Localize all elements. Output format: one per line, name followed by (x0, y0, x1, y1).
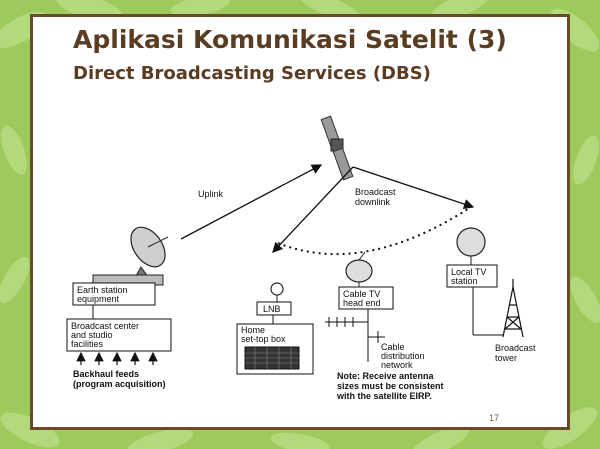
cable-network-line2: distribution (381, 351, 425, 361)
slide: Aplikasi Komunikasi Satelit (3) Direct B… (30, 14, 570, 430)
downlink-beam (272, 166, 475, 256)
downlink-label-line2: downlink (355, 197, 391, 207)
backhaul-line2: (program acquisition) (73, 379, 166, 389)
downlink-label-line1: Broadcast (355, 187, 396, 197)
lnb-box (256, 301, 292, 316)
broadcast-center-line3: facilities (71, 339, 104, 349)
slide-title: Aplikasi Komunikasi Satelit (3) (73, 25, 507, 54)
cable-tv-line2: head end (343, 298, 381, 308)
cable-tv-dish-icon (345, 251, 373, 288)
note-line1: Note: Receive antenna (337, 371, 435, 381)
uplink-label: Uplink (198, 189, 224, 199)
broadcast-tower-line1: Broadcast (495, 343, 536, 353)
note-line2: sizes must be consistent (337, 381, 444, 391)
earth-station-box (72, 282, 156, 306)
lnb-label: LNB (263, 304, 281, 314)
backhaul-line1: Backhaul feeds (73, 369, 139, 379)
local-tv-box (446, 264, 498, 288)
dbs-diagram: Uplink Broadcast downlink Earth station … (66, 115, 536, 401)
slide-subtitle: Direct Broadcasting Services (DBS) (73, 63, 431, 84)
cable-network-line3: network (381, 360, 413, 370)
broadcast-center-line2: and studio (71, 330, 113, 340)
earth-station-line1: Earth station (77, 285, 128, 295)
note-line3: with the satellite EIRP. (336, 391, 432, 401)
cable-tv-line1: Cable TV (343, 289, 380, 299)
home-box-line2: set-top box (241, 334, 286, 344)
home-dish-icon (270, 282, 284, 302)
earth-station-line2: equipment (77, 294, 120, 304)
local-tv-line1: Local TV (451, 267, 486, 277)
broadcast-center-line1: Broadcast center (71, 321, 139, 331)
uplink-arrow (180, 164, 323, 240)
satellite-icon (320, 115, 354, 181)
earth-station-dish-icon (92, 226, 169, 286)
local-tv-line2: station (451, 276, 478, 286)
cable-tv-box (338, 286, 394, 310)
local-tv-dish-icon (456, 227, 486, 265)
cable-network-line1: Cable (381, 342, 405, 352)
broadcast-center-box (66, 318, 172, 352)
broadcast-tower-icon (502, 279, 524, 338)
backhaul-arrows (76, 351, 158, 365)
broadcast-tower-line2: tower (495, 353, 517, 363)
page-number: 17 (488, 413, 499, 423)
home-box-line1: Home (241, 325, 265, 335)
cable-distribution-lines (325, 309, 385, 362)
